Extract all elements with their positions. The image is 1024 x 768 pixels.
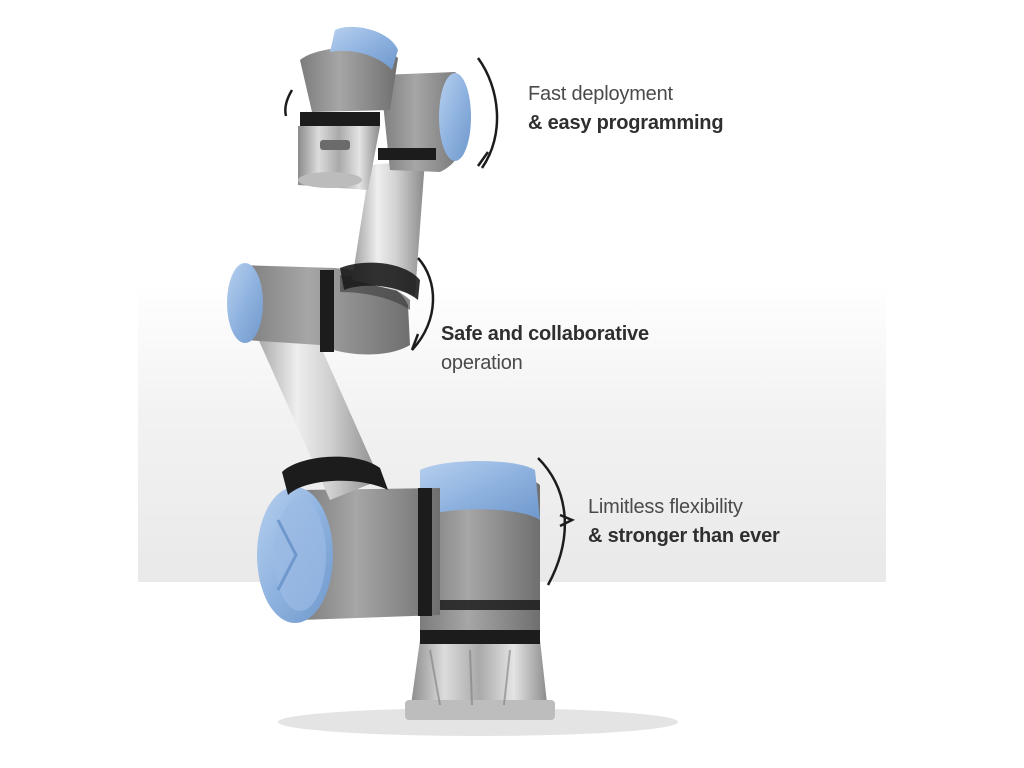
robot-lower-arm <box>252 300 388 500</box>
robot-shoulder <box>420 461 540 630</box>
caption-safety-line2: operation <box>441 352 523 374</box>
robot-upper-arm <box>340 160 425 300</box>
caption-flexibility: Limitless flexibility & stronger than ev… <box>588 493 780 551</box>
robot-wrist-joint <box>378 72 471 172</box>
caption-safety: Safe and collaborative operation <box>441 320 649 378</box>
rotation-arc-icon <box>284 89 294 117</box>
caption-deployment-line1: Fast deployment <box>528 83 673 105</box>
caption-safety-line1: Safe and collaborative <box>441 323 649 345</box>
rotation-arc-icon <box>537 457 566 586</box>
caption-deployment-line2: & easy programming <box>528 112 724 134</box>
rotation-arc-icon <box>476 57 499 169</box>
caption-deployment: Fast deployment & easy programming <box>528 80 724 138</box>
robot-lower-joint <box>257 487 440 623</box>
rotation-arc-icon <box>411 257 435 351</box>
robot-base <box>405 630 555 720</box>
ground-shadow <box>278 708 678 736</box>
caption-flexibility-line2: & stronger than ever <box>588 525 780 547</box>
caption-flexibility-line1: Limitless flexibility <box>588 496 743 518</box>
robot-tool-head <box>298 26 398 190</box>
